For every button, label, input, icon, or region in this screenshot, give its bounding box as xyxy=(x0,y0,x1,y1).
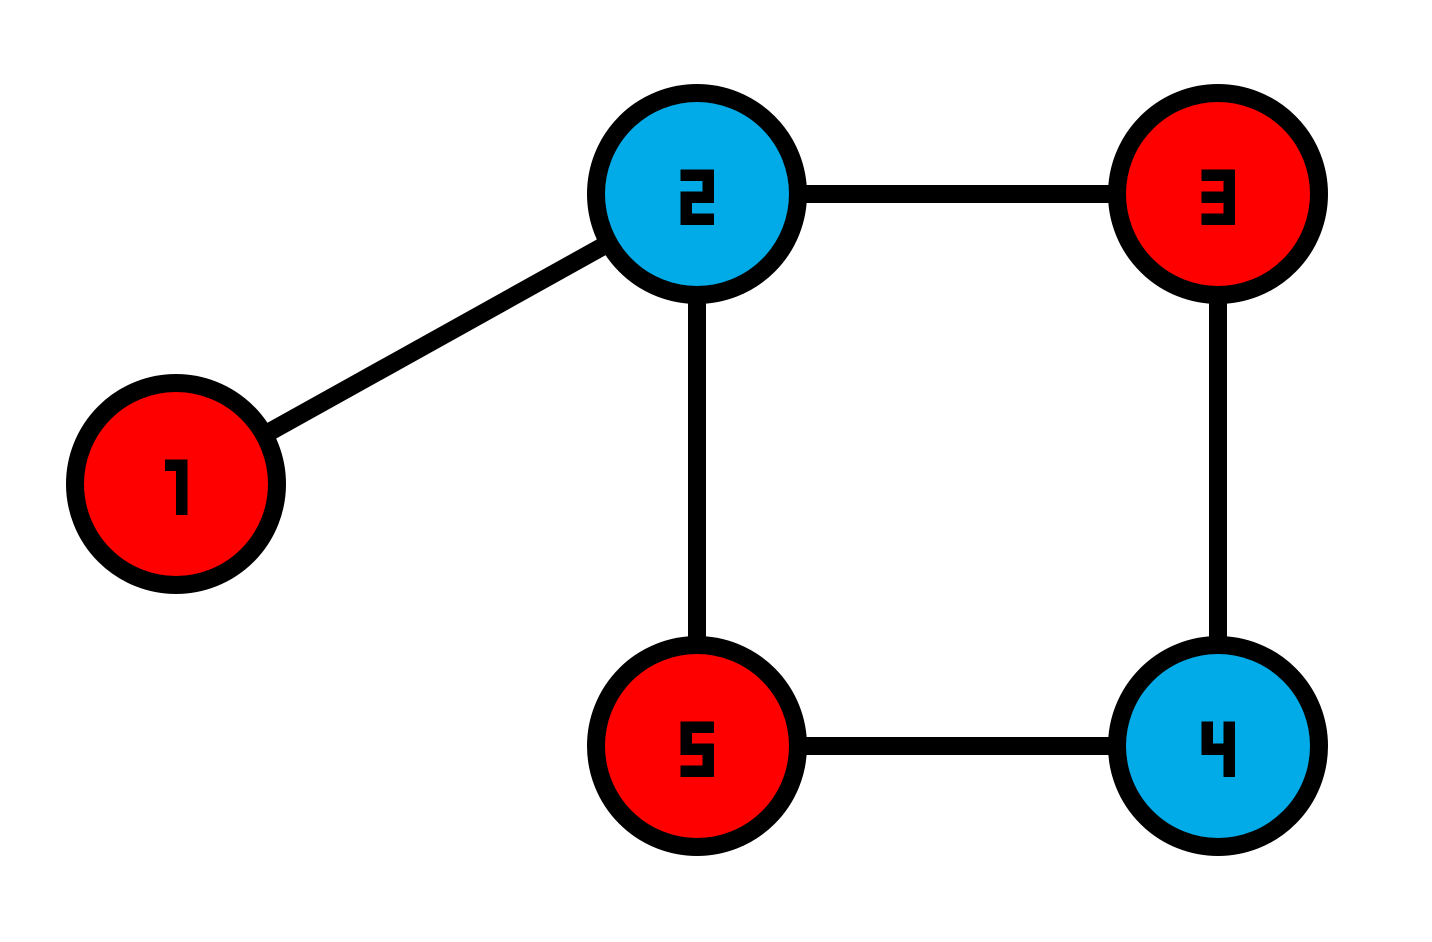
label-pixel xyxy=(702,213,714,225)
label-pixel xyxy=(1201,169,1213,181)
label-pixel xyxy=(1223,721,1235,733)
label-pixel xyxy=(691,743,703,755)
label-pixel xyxy=(1223,743,1235,755)
node-1-label xyxy=(165,459,188,515)
node-5-label xyxy=(680,721,714,777)
label-pixel xyxy=(1201,191,1213,203)
label-pixel xyxy=(691,169,703,181)
label-pixel xyxy=(1212,169,1224,181)
label-pixel xyxy=(1223,754,1235,766)
label-pixel xyxy=(702,765,714,777)
label-pixel xyxy=(680,721,692,733)
label-pixel xyxy=(680,743,692,755)
label-pixel xyxy=(165,459,177,471)
label-pixel xyxy=(680,732,692,744)
nodes-layer xyxy=(66,84,1328,856)
label-pixel xyxy=(1223,169,1235,181)
label-pixel xyxy=(1201,213,1213,225)
label-pixel xyxy=(1223,213,1235,225)
label-pixel xyxy=(691,213,703,225)
label-pixel xyxy=(702,754,714,766)
label-pixel xyxy=(680,202,692,214)
label-pixel xyxy=(176,492,188,504)
label-pixel xyxy=(691,191,703,203)
label-pixel xyxy=(680,765,692,777)
label-pixel xyxy=(1212,213,1224,225)
label-pixel xyxy=(702,191,714,203)
label-pixel xyxy=(1201,732,1213,744)
label-pixel xyxy=(680,213,692,225)
label-pixel xyxy=(1201,743,1213,755)
label-pixel xyxy=(176,459,188,471)
node-3[interactable] xyxy=(1108,84,1328,304)
node-4[interactable] xyxy=(1108,636,1328,856)
node-1[interactable] xyxy=(66,374,286,594)
label-pixel xyxy=(176,481,188,493)
label-pixel xyxy=(1223,732,1235,744)
label-pixel xyxy=(1212,191,1224,203)
node-5[interactable] xyxy=(587,636,807,856)
label-pixel xyxy=(1223,765,1235,777)
label-pixel xyxy=(702,721,714,733)
label-pixel xyxy=(1223,202,1235,214)
label-pixel xyxy=(1201,721,1213,733)
label-pixel xyxy=(702,169,714,181)
node-3-label xyxy=(1201,169,1235,225)
label-pixel xyxy=(680,191,692,203)
label-pixel xyxy=(176,470,188,482)
node-2[interactable] xyxy=(587,84,807,304)
label-pixel xyxy=(702,743,714,755)
node-2-label xyxy=(680,169,714,225)
label-pixel xyxy=(1212,743,1224,755)
label-pixel xyxy=(176,503,188,515)
label-pixel xyxy=(691,721,703,733)
label-pixel xyxy=(1223,180,1235,192)
node-4-label xyxy=(1201,721,1235,777)
label-pixel xyxy=(691,765,703,777)
label-pixel xyxy=(1223,191,1235,203)
label-pixel xyxy=(702,180,714,192)
label-pixel xyxy=(680,169,692,181)
